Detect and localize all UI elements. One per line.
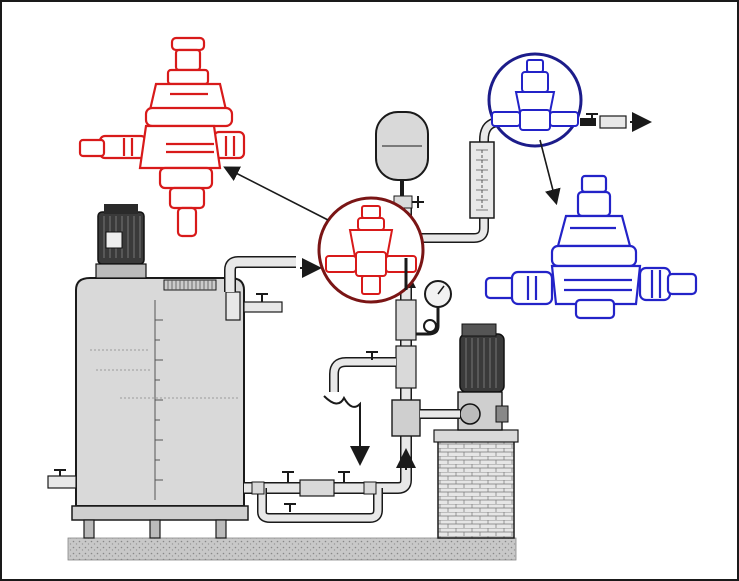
detail-pressure-reducing-valve (487, 52, 583, 148)
tank-vent-valve (225, 291, 283, 321)
detail-relief-valve (317, 196, 425, 304)
tank-drain-valve (47, 469, 77, 489)
callout-arrow-blue (539, 139, 561, 206)
floor (67, 537, 517, 561)
pressure-reducing-valve-enlarged (484, 174, 698, 320)
storage-tank (71, 277, 249, 539)
return-pipe (224, 256, 322, 292)
pump-plinth (437, 439, 515, 539)
callout-arrow-red (223, 166, 329, 221)
expansion-vessel (375, 111, 429, 209)
sample-branch (323, 351, 396, 466)
pressure-gauge (416, 280, 452, 336)
relief-valve-enlarged (78, 36, 246, 238)
outlet-line (580, 112, 652, 132)
tank-mixer-motor (95, 204, 147, 279)
suction-line (244, 440, 416, 523)
flowmeter-line (416, 117, 520, 243)
dosing-pump (420, 323, 519, 539)
